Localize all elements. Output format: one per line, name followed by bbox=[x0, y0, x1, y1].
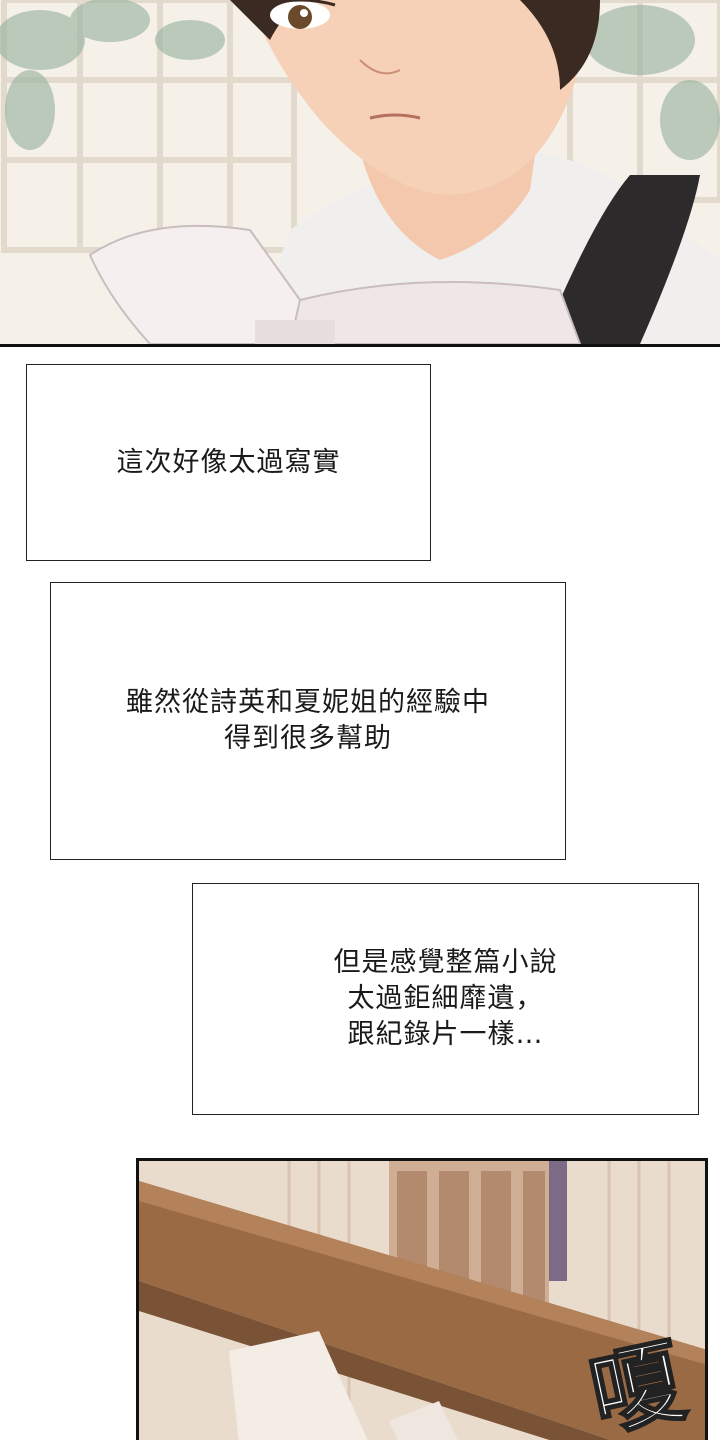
sound-effect-text: 嗄 bbox=[580, 1325, 694, 1440]
comic-panel-top bbox=[0, 0, 720, 347]
narration-line: 太過鉅細靡遺， bbox=[347, 983, 544, 1014]
narration-box-2: 雖然從詩英和夏妮姐的經驗中 得到很多幫助 bbox=[50, 582, 566, 860]
narration-line: 跟紀錄片一樣… bbox=[347, 1019, 544, 1050]
book bbox=[88, 224, 582, 344]
panel-bottom-illustration bbox=[139, 1161, 705, 1440]
narration-line: 得到很多幫助 bbox=[224, 723, 392, 754]
narration-line: 雖然從詩英和夏妮姐的經驗中 bbox=[126, 687, 490, 718]
narration-line: 這次好像太過寫實 bbox=[116, 446, 341, 478]
narration-box-3: 但是感覺整篇小說 太過鉅細靡遺， 跟紀錄片一樣… bbox=[192, 883, 699, 1115]
foliage bbox=[0, 0, 720, 160]
panel-top-illustration bbox=[0, 0, 720, 344]
comic-panel-bottom: 嗄 bbox=[136, 1158, 708, 1440]
narration-box-1: 這次好像太過寫實 bbox=[26, 364, 431, 561]
narration-line: 但是感覺整篇小說 bbox=[333, 947, 558, 978]
